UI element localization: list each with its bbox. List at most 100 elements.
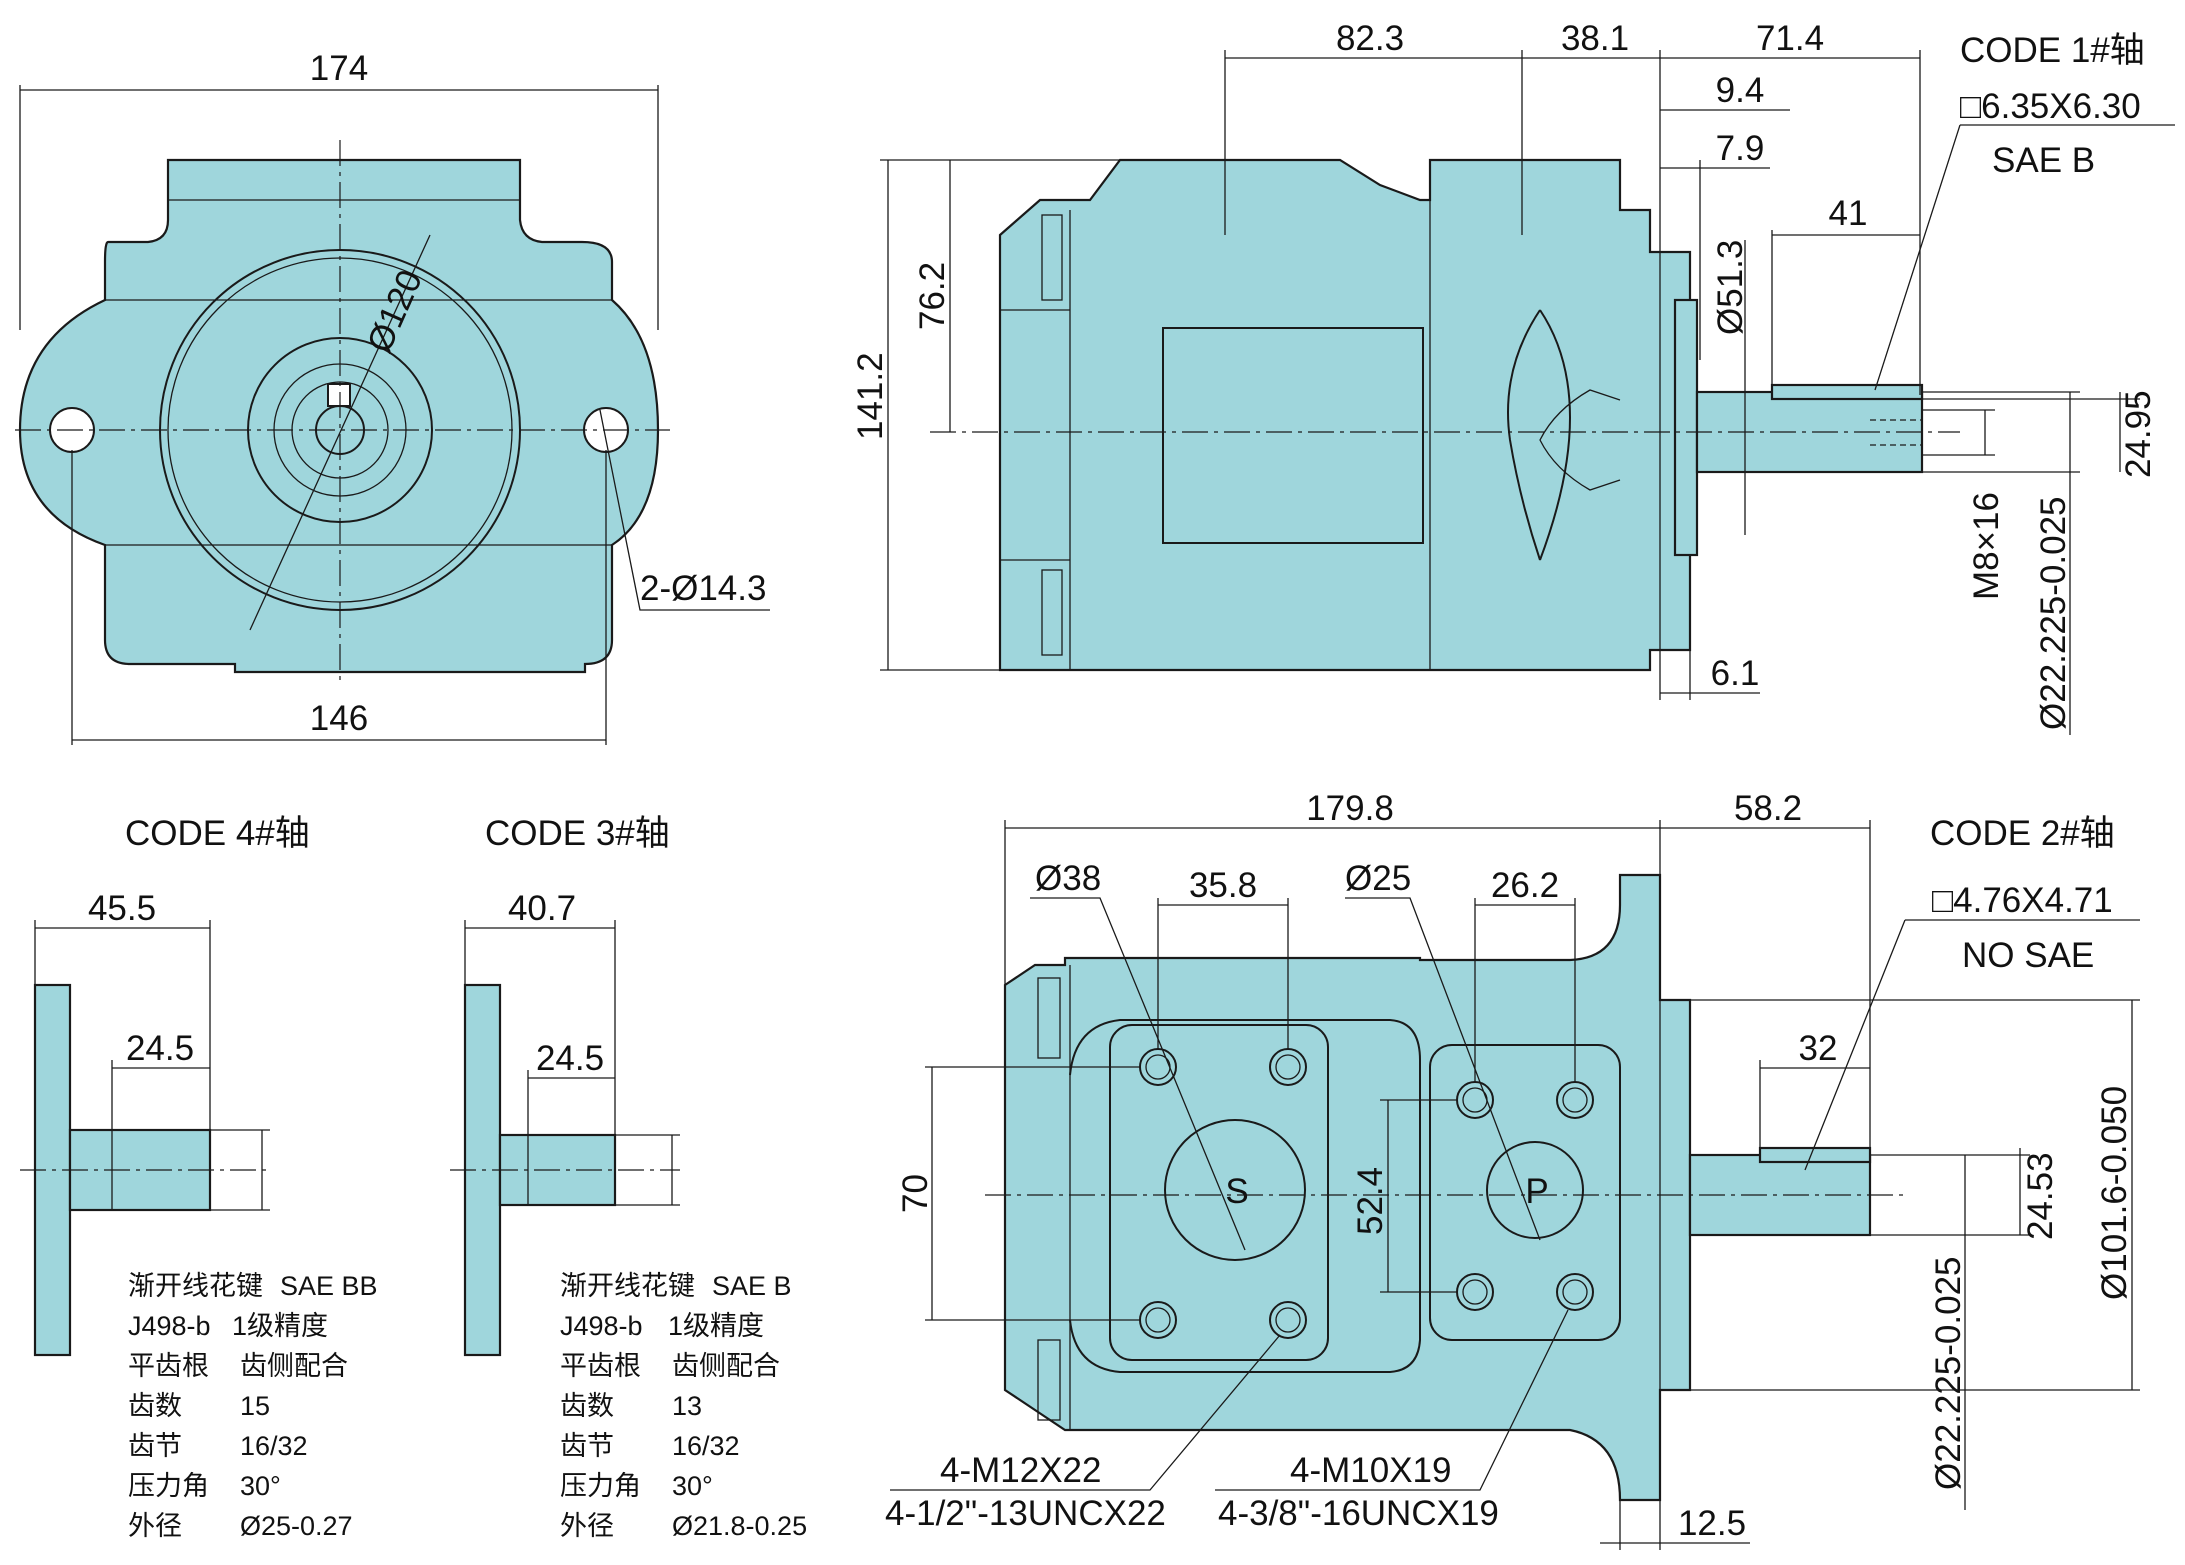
bottom-suction-boss: [1109, 1024, 1329, 1361]
code4-notes: 渐开线花键 SAE BB J498-b 1级精度 平齿根 齿侧配合 齿数 15 …: [128, 1271, 378, 1541]
bottom-len-total: 179.8: [1306, 789, 1394, 828]
code3-note-v: 30°: [672, 1471, 713, 1501]
code3-len-total: 40.7: [508, 889, 576, 928]
bottom-suction-thread-2: 4-1/2"-13UNCX22: [885, 1494, 1166, 1533]
code3-note-k: 平齿根: [560, 1351, 641, 1381]
code4-shaft-view: CODE 4#轴 45.5 24.5 渐开线花键 SAE BB J498-b 1…: [20, 814, 378, 1541]
code3-note-v: 齿侧配合: [672, 1351, 780, 1381]
bottom-code-std: NO SAE: [1962, 936, 2094, 975]
bottom-bolt-top: [1037, 977, 1061, 1059]
bottom-shaft-dia: Ø22.225-0.025: [1929, 1256, 1968, 1490]
bottom-key-width: 24.53: [2021, 1152, 2060, 1240]
bottom-code-key: □4.76X4.71: [1932, 881, 2113, 920]
side-body-outline: [998, 158, 1692, 672]
code3-note-v: 16/32: [672, 1431, 740, 1461]
bottom-bolt-bottom: [1037, 1339, 1061, 1421]
bottom-inner-housing: [1069, 1019, 1421, 1373]
code4-note-v: 16/32: [240, 1431, 308, 1461]
pressure-bolt-hole: [1556, 1273, 1594, 1311]
bottom-code-leader: [1804, 919, 1906, 1171]
bottom-body-outline: [1003, 873, 1692, 1502]
code4-note-v: 15: [240, 1391, 270, 1421]
code3-note-v: Ø21.8-0.25: [672, 1511, 807, 1541]
code4-note-k: 渐开线花键: [128, 1271, 263, 1301]
side-volute-curve: [1507, 309, 1571, 561]
side-view: 82.3 38.1 71.4 9.4 7.9 Ø51.3 41 141.2 76…: [851, 19, 2175, 735]
side-len-b: 38.1: [1561, 19, 1629, 58]
code4-note-k: J498-b: [128, 1311, 211, 1341]
code3-shaft-view: CODE 3#轴 40.7 24.5 渐开线花键 SAE B J498-b 1级…: [450, 814, 807, 1541]
code4-note-k: 外径: [128, 1511, 182, 1541]
front-width-label: 174: [310, 49, 368, 88]
side-port-boss: [1162, 327, 1424, 544]
bottom-key: [1758, 1146, 1872, 1164]
side-code-std: SAE B: [1992, 141, 2095, 180]
code3-note-k: J498-b: [560, 1311, 643, 1341]
bottom-code-title: CODE 2#轴: [1930, 814, 2115, 853]
side-bolt-head-top: [1041, 214, 1063, 301]
code4-note-v: Ø25-0.27: [240, 1511, 353, 1541]
code4-note-k: 平齿根: [128, 1351, 209, 1381]
code4-note-v: 齿侧配合: [240, 1351, 348, 1381]
side-code-key: □6.35X6.30: [1960, 87, 2141, 126]
bottom-pressure-thread-2: 4-3/8"-16UNCX19: [1218, 1494, 1499, 1533]
bottom-pressure-boss: [1429, 1044, 1621, 1341]
suction-bolt-hole-thread: [1145, 1307, 1171, 1333]
side-thread-label: M8×16: [1967, 492, 2006, 600]
bottom-key-len: 32: [1799, 1029, 1838, 1068]
bottom-suction-pitch: 35.8: [1189, 866, 1257, 905]
bottom-suction-dia-leader: [1030, 897, 1246, 1251]
front-flange-outline: [18, 158, 660, 674]
pressure-bolt-hole-thread: [1562, 1087, 1588, 1113]
front-bolt-spacing-label: 146: [310, 699, 368, 738]
bottom-suction-height: 70: [896, 1174, 935, 1213]
bottom-pressure-dia: Ø25: [1345, 859, 1411, 898]
code3-note-k: 齿节: [560, 1431, 614, 1461]
bottom-suction-thread-1: 4-M12X22: [940, 1451, 1101, 1490]
bottom-pressure-thread-1: 4-M10X19: [1290, 1451, 1451, 1490]
bottom-flange-offset: 12.5: [1678, 1504, 1746, 1543]
code3-note-v: 1级精度: [668, 1311, 764, 1341]
bottom-suction-label: S: [1225, 1172, 1248, 1211]
bottom-pressure-height: 52.4: [1351, 1167, 1390, 1235]
suction-bolt-hole: [1269, 1301, 1307, 1339]
suction-bolt-hole-thread: [1275, 1307, 1301, 1333]
bottom-suction-port: [1164, 1119, 1306, 1261]
code4-len-spline: 24.5: [126, 1029, 194, 1068]
code3-note-v: 13: [672, 1391, 702, 1421]
side-height-total: 141.2: [851, 352, 890, 440]
side-code-leader: [1874, 124, 1961, 391]
code3-note-k: 外径: [560, 1511, 614, 1541]
side-pilot-chamfer: [1539, 389, 1621, 491]
code4-note-v: 1级精度: [232, 1311, 328, 1341]
bottom-len-shaft: 58.2: [1734, 789, 1802, 828]
front-key-square: [327, 383, 351, 407]
side-len-c: 71.4: [1756, 19, 1824, 58]
code4-note-v: SAE BB: [280, 1271, 378, 1301]
side-len-d: 9.4: [1716, 71, 1765, 110]
code3-notes: 渐开线花键 SAE B J498-b 1级精度 平齿根 齿侧配合 齿数 13 齿…: [560, 1271, 807, 1541]
side-bolt-head-bottom: [1041, 569, 1063, 656]
code4-note-k: 齿数: [128, 1391, 182, 1421]
bottom-suction-dia: Ø38: [1035, 859, 1101, 898]
code3-note-k: 齿数: [560, 1391, 614, 1421]
bottom-pressure-pitch: 26.2: [1491, 866, 1559, 905]
bottom-view: S P 179.8 58.2 Ø38 Ø25 35: [885, 789, 2140, 1550]
side-key: [1770, 383, 1924, 401]
side-key-width: 24.95: [2119, 390, 2158, 478]
code4-title: CODE 4#轴: [125, 814, 310, 853]
code4-note-v: 30°: [240, 1471, 281, 1501]
pressure-bolt-hole-thread: [1462, 1279, 1488, 1305]
code4-len-total: 45.5: [88, 889, 156, 928]
side-shaft-len: 41: [1829, 194, 1868, 233]
code3-len-spline: 24.5: [536, 1039, 604, 1078]
side-len-e: 7.9: [1716, 129, 1765, 168]
pressure-bolt-hole-thread: [1562, 1279, 1588, 1305]
side-height-center: 76.2: [913, 262, 952, 330]
bottom-pressure-label: P: [1525, 1172, 1548, 1211]
code3-note-k: 渐开线花键: [560, 1271, 695, 1301]
side-flange-thk: 6.1: [1711, 654, 1760, 693]
front-mount-hole-leader: [599, 409, 770, 611]
